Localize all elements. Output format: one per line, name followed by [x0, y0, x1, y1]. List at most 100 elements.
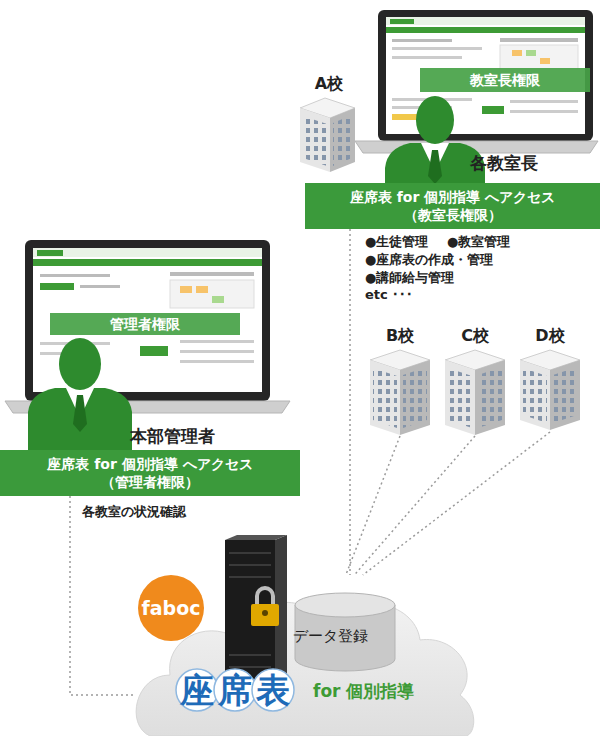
- laptop-admin-part: [180, 360, 254, 363]
- node-text: 座席表 for 個別指導 へアクセス （管理者権限）: [20, 455, 280, 491]
- access-band: 座席表 for 個別指導 へアクセス （教室長権限）: [305, 183, 600, 229]
- laptop-admin-part: [40, 283, 74, 290]
- permission-banner: 教室長権限: [420, 68, 590, 92]
- building-a-part: [330, 108, 355, 172]
- lock-icon-part: [251, 604, 279, 626]
- node-text: データ登録: [293, 593, 368, 644]
- laptop-classroom-part: [510, 100, 578, 103]
- laptop-admin-part: [180, 350, 254, 353]
- laptop-admin-part: [212, 296, 224, 303]
- person-classroom-head-part: [428, 150, 442, 184]
- lock-icon: [251, 588, 279, 626]
- laptop-classroom-part: [510, 110, 578, 113]
- label-text: ●生徒管理: [365, 233, 428, 251]
- node-text: 教室長権限: [420, 68, 590, 92]
- laptop-classroom-part: [512, 50, 522, 56]
- building-c-part: [448, 368, 472, 428]
- building-c-part: [445, 360, 475, 435]
- server-tower-part: [229, 552, 271, 554]
- laptop-classroom-part: [482, 106, 504, 114]
- building-b-part: [370, 360, 400, 435]
- label-text: 各教室の状況確認: [82, 503, 186, 521]
- building-d-part: [523, 368, 547, 423]
- server-tower: [225, 535, 287, 690]
- laptop-admin: [5, 240, 290, 413]
- laptop-admin-part: [170, 280, 254, 308]
- laptop-classroom-part: [540, 58, 550, 64]
- building-b-part: [400, 360, 430, 435]
- building-c-part: [478, 367, 502, 428]
- permission-banner: 管理者権限: [50, 313, 240, 335]
- laptop-classroom-part: [378, 10, 593, 141]
- school-building: B校: [365, 326, 435, 436]
- label-text: ●教室管理: [447, 233, 510, 251]
- laptop-admin-part: [180, 286, 192, 293]
- logo-text: 座席表: [180, 673, 294, 707]
- laptop-classroom-part: [386, 27, 585, 33]
- laptop-admin-part: [33, 259, 262, 266]
- building-b-part: [403, 367, 427, 428]
- access-band: 座席表 for 個別指導 へアクセス （管理者権限）: [0, 450, 300, 496]
- cylinder-top: [295, 593, 395, 617]
- building-d-part: [550, 360, 580, 430]
- cloud-service: 座席表 for 個別指導 faboc データ登録: [135, 575, 475, 736]
- building-b-part: [373, 368, 397, 428]
- laptop-classroom-part: [386, 17, 585, 25]
- person-admin-part: [28, 388, 132, 452]
- label-text: ●座席表の作成・管理: [365, 251, 493, 269]
- laptop-admin-part: [170, 272, 254, 276]
- node-text: D校: [515, 326, 585, 346]
- building-d-part: [520, 360, 550, 430]
- school-building: A校: [298, 74, 360, 174]
- laptop-admin-part: [140, 346, 168, 356]
- school-building: D校: [515, 326, 585, 432]
- node-text: faboc: [141, 599, 200, 618]
- dotted-connector: [363, 432, 550, 575]
- building-c-part: [475, 360, 505, 435]
- laptop-admin-part: [196, 286, 208, 293]
- node-text: B校: [365, 326, 435, 346]
- building-a-part: [300, 108, 330, 172]
- laptop-classroom-part: [390, 19, 414, 24]
- building-c: [445, 350, 505, 435]
- logo-subtext: for 個別指導: [313, 683, 414, 700]
- building-d: [520, 350, 580, 430]
- laptop-admin-part: [180, 340, 254, 343]
- laptop-classroom: [355, 10, 598, 153]
- label-text: 本部管理者: [130, 425, 215, 448]
- server-tower-part: [229, 564, 271, 566]
- server-tower-part: [229, 666, 271, 668]
- school-building: C校: [440, 326, 510, 436]
- database-cylinder: データ登録: [293, 593, 397, 671]
- building-a-part: [303, 116, 327, 166]
- person-admin-part: [59, 338, 101, 390]
- node-text: 管理者権限: [50, 313, 240, 335]
- building-a-part: [333, 115, 352, 166]
- laptop-classroom-part: [500, 45, 578, 69]
- building-b: [370, 350, 430, 435]
- laptop-classroom-part: [392, 47, 482, 50]
- laptop-classroom-part: [392, 39, 452, 42]
- node-text: 座席表 for 個別指導 へアクセス （教室長権限）: [325, 188, 580, 224]
- label-text: ●講師給与管理: [365, 269, 454, 287]
- building-d-part: [553, 367, 577, 423]
- dotted-connector: [354, 436, 475, 575]
- laptop-admin-part: [40, 274, 110, 277]
- dotted-connector: [70, 496, 135, 695]
- person-admin: [28, 338, 132, 452]
- building-a: [300, 98, 355, 172]
- node-text: A校: [298, 74, 360, 94]
- laptop-admin-part: [25, 240, 270, 401]
- lock-icon-part: [257, 588, 273, 605]
- label-text: etc ･･･: [365, 287, 413, 302]
- label-text: 各教室長: [470, 152, 538, 175]
- lock-icon-part: [262, 610, 268, 616]
- person-classroom-head-part: [416, 96, 454, 144]
- laptop-admin-part: [37, 250, 63, 256]
- laptop-admin-part: [33, 248, 262, 257]
- laptop-classroom-part: [500, 38, 578, 42]
- person-admin-part: [73, 395, 87, 432]
- laptop-admin-part: [33, 248, 262, 392]
- server-tower-part: [229, 654, 271, 656]
- dotted-connector: [349, 229, 351, 575]
